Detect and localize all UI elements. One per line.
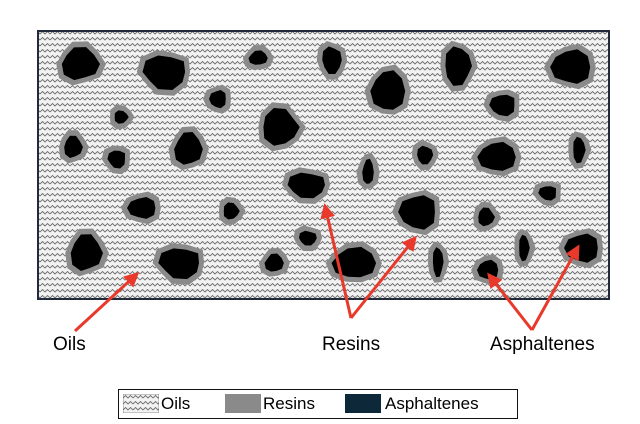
asphaltene-core bbox=[61, 47, 100, 81]
asphaltene-core bbox=[142, 55, 186, 90]
asphaltene-core bbox=[263, 108, 300, 146]
asphaltene-core bbox=[489, 94, 515, 117]
asphaltene-core bbox=[322, 46, 342, 74]
asphaltene-core bbox=[209, 90, 226, 109]
asphaltene-core bbox=[331, 246, 377, 278]
label-oils: Oils bbox=[53, 334, 86, 355]
asphaltene-core bbox=[248, 50, 268, 65]
legend-label-asphaltenes: Asphaltenes bbox=[385, 394, 479, 413]
asphaltene-core bbox=[519, 234, 530, 262]
asphaltene-core bbox=[398, 195, 435, 230]
asphaltene-core bbox=[477, 141, 516, 171]
asphaltene-core bbox=[264, 253, 284, 272]
asphaltene-core bbox=[432, 247, 444, 278]
asphaltene-core bbox=[107, 150, 125, 169]
particles-layer bbox=[56, 40, 603, 285]
asphaltene-core bbox=[538, 186, 556, 201]
label-asphaltenes: Asphaltenes bbox=[490, 334, 595, 355]
asphaltene-core bbox=[299, 230, 317, 246]
asphaltene-core bbox=[370, 70, 406, 110]
asphaltene-core bbox=[127, 197, 156, 219]
asphaltene-core bbox=[362, 158, 374, 184]
asphaltene-core bbox=[114, 110, 129, 124]
legend: Oils Resins Asphaltenes bbox=[118, 389, 518, 419]
asphaltene-core bbox=[445, 46, 472, 86]
asphaltene-core bbox=[573, 136, 586, 164]
asphaltene-core bbox=[478, 207, 495, 227]
legend-label-oils: Oils bbox=[161, 394, 191, 413]
asphaltene-core bbox=[550, 49, 591, 84]
asphaltene-core bbox=[158, 248, 199, 280]
arrows-asphaltenes bbox=[487, 244, 580, 331]
asphaltene-core bbox=[64, 135, 83, 158]
resins-swatch bbox=[225, 394, 261, 413]
asphaltenes-swatch bbox=[345, 394, 381, 413]
arrow-oils bbox=[73, 271, 140, 333]
asphaltene-core bbox=[174, 132, 203, 165]
asphaltene-core bbox=[287, 172, 325, 199]
asphaltene-core bbox=[417, 145, 434, 165]
asphaltene-core bbox=[223, 202, 240, 220]
label-resins: Resins bbox=[322, 334, 381, 355]
legend-label-resins: Resins bbox=[263, 394, 315, 413]
asphaltene-core bbox=[70, 234, 103, 271]
oils-swatch bbox=[123, 394, 159, 413]
arrows-resins bbox=[320, 203, 417, 319]
